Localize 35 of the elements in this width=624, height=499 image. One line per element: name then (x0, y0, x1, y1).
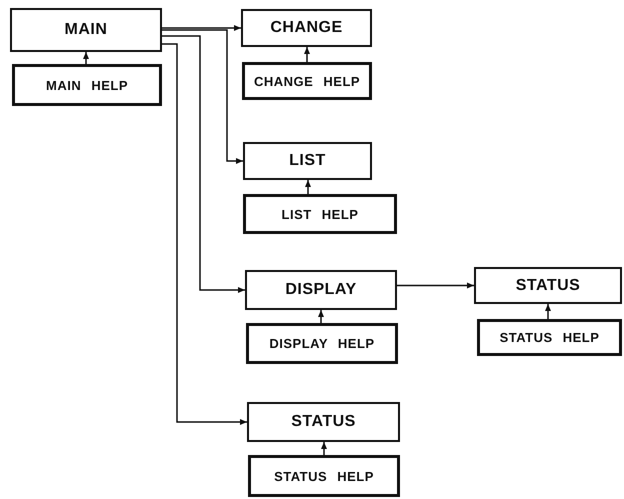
screen-box (243, 142, 372, 180)
help-box (248, 455, 400, 497)
arrow (162, 25, 241, 31)
screen-box (474, 267, 622, 304)
box-label: MAIN (64, 21, 108, 39)
arrow (162, 29, 243, 164)
arrow (545, 304, 551, 319)
arrow (162, 43, 247, 425)
help-box (12, 64, 162, 106)
box-label: STATUS HELP (274, 468, 374, 484)
arrow (305, 180, 311, 194)
arrow (321, 442, 327, 455)
arrow (162, 35, 245, 293)
box-label: LIST (289, 152, 326, 170)
help-box (242, 62, 372, 100)
arrow (397, 282, 474, 288)
box-label: CHANGE (270, 19, 343, 37)
arrow (318, 310, 324, 323)
box-label: DISPLAY HELP (269, 336, 375, 351)
help-box (477, 319, 622, 356)
box-label: MAIN HELP (46, 78, 128, 92)
box-label: DISPLAY (285, 281, 357, 299)
arrow (83, 52, 89, 64)
screen-box (241, 9, 372, 47)
screen-box (10, 8, 162, 52)
screen-box (245, 270, 397, 310)
box-label: STATUS (516, 276, 580, 294)
box-label: CHANGE HELP (254, 74, 360, 88)
help-box (243, 194, 397, 234)
screen-box (247, 402, 400, 442)
help-box (246, 323, 398, 364)
box-label: LIST HELP (282, 206, 358, 222)
arrow (304, 47, 310, 62)
box-label: STATUS (291, 413, 356, 431)
box-label: STATUS HELP (500, 330, 600, 345)
